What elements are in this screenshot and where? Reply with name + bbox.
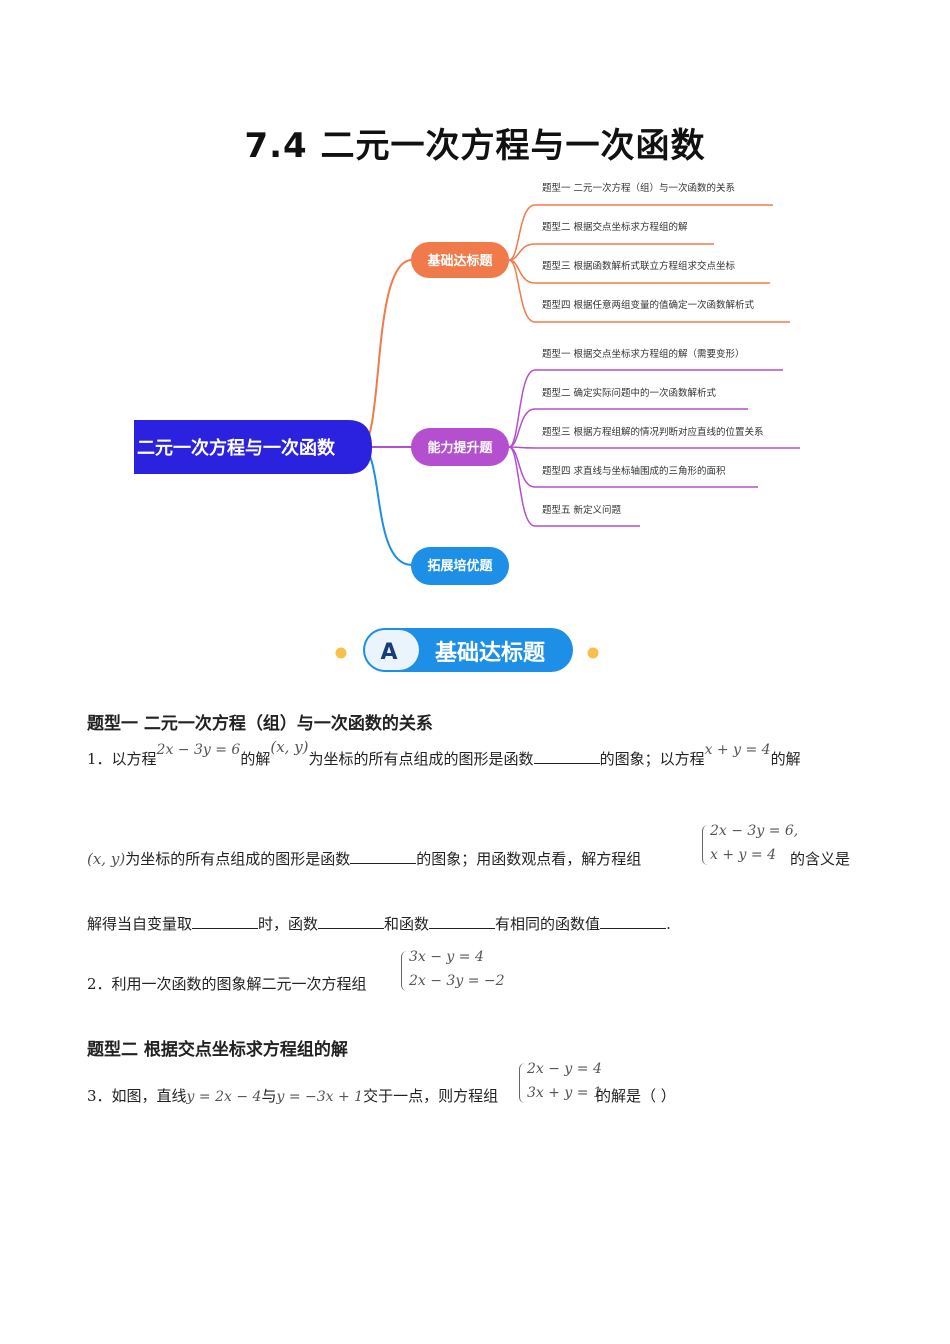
branch-basic-label: 基础达标题 [426, 253, 493, 269]
banner-dot-left [335, 647, 347, 659]
section-banner: A 基础达标题 [255, 628, 680, 672]
question-3: 3．如图，直线y = 2x − 4与y = −3x + 1交于一点，则方程组 [87, 1087, 499, 1105]
root-node [134, 420, 372, 474]
section1-heading: 题型一 二元一次方程（组）与一次函数的关系 [87, 714, 433, 734]
xy-pair-2: (x, y) [87, 850, 126, 868]
branch-advanced-label: 能力提升题 [427, 440, 493, 456]
system-2: 3x − y = 4 2x − 3y = −2 [401, 949, 505, 995]
xy-pair: (x, y) [270, 738, 309, 756]
root-label: 二元一次方程与一次函数 [137, 437, 336, 459]
blank-1-4[interactable] [318, 914, 385, 929]
question-2: 2．利用一次函数的图象解二元一次方程组 [87, 975, 367, 993]
basic-item-2: 题型二 根据交点坐标求方程组的解 [542, 221, 688, 233]
basic-item-1: 题型一 二元一次方程（组）与一次函数的关系 [542, 182, 735, 194]
system-3: 2x − y = 4 3x + y = 1 [519, 1061, 602, 1107]
branch-extend-node [411, 547, 509, 585]
advanced-item-1: 题型一 根据交点坐标求方程组的解（需要变形） [542, 348, 745, 360]
question-1-line-2: (x, y)为坐标的所有点组成的图形是函数的图象；用函数观点看，解方程组 [87, 849, 642, 868]
equation-2x-3y-6: 2x − 3y = 6 [156, 742, 241, 758]
basic-item-4: 题型四 根据任意两组变量的值确定一次函数解析式 [542, 299, 755, 311]
blank-1-3[interactable] [192, 914, 259, 929]
banner-dot-right [587, 647, 599, 659]
advanced-item-2: 题型二 确定实际问题中的一次函数解析式 [542, 387, 717, 399]
line-1-equation: y = 2x − 4 [186, 1089, 262, 1105]
mind-map: 二元一次方程与一次函数 基础达标题 能力提升题 拓展培优题 题型一 二元一次方程… [134, 182, 800, 585]
connector-basic [359, 259, 413, 448]
advanced-item-5: 题型五 新定义问题 [542, 504, 622, 516]
system-1: 2x − 3y = 6, x + y = 4 [702, 823, 798, 869]
page-title: 7.4 二元一次方程与一次函数 [244, 126, 706, 166]
blank-1-5[interactable] [429, 914, 496, 929]
advanced-item-3: 题型三 根据方程组解的情况判断对应直线的位置关系 [542, 426, 764, 438]
question-1-line-2-end: 的含义是 [790, 850, 851, 868]
branch-advanced-node [411, 428, 509, 466]
basic-item-3: 题型三 根据函数解析式联立方程组求交点坐标 [542, 260, 736, 272]
question-1-line-1: 1．以方程2x − 3y = 6的解(x, y)为坐标的所有点组成的图形是函数的… [87, 738, 801, 768]
blank-1-1[interactable] [533, 749, 600, 764]
equation-x-y-4: x + y = 4 [704, 742, 771, 758]
banner-letter: A [380, 640, 397, 665]
branch-extend-label: 拓展培优题 [427, 558, 493, 574]
line-2-equation: y = −3x + 1 [276, 1089, 364, 1105]
blank-1-6[interactable] [600, 914, 667, 929]
banner-label: 基础达标题 [435, 640, 546, 666]
question-3-end: 的解是（ ） [596, 1087, 676, 1105]
advanced-item-4: 题型四 求直线与坐标轴围成的三角形的面积 [542, 465, 726, 477]
section2-heading: 题型二 根据交点坐标求方程组的解 [87, 1040, 348, 1060]
blank-1-2[interactable] [350, 849, 417, 864]
question-1-line-3: 解得当自变量取时，函数和函数有相同的函数值. [87, 914, 671, 933]
branch-basic-node [411, 242, 509, 278]
